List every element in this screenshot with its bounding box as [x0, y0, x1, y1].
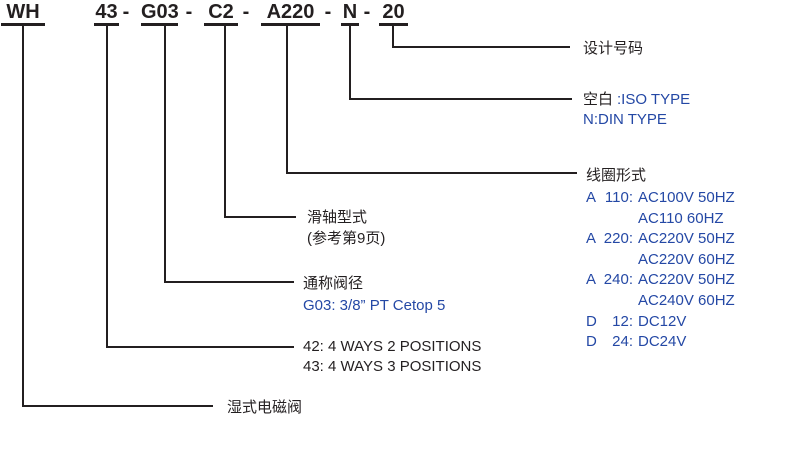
ways-connector-hline	[106, 346, 294, 348]
spool-type-note: (参考第9页)	[307, 230, 386, 247]
valve-size-title: 通称阀径	[303, 275, 364, 292]
code-part-size: G03	[141, 1, 179, 26]
valve-size-block: 通称阀径 G03: 3/8” PT Cetop 5	[303, 273, 445, 316]
coil-option-num: 24:	[612, 333, 633, 351]
coil-option-row: A 240: AC220V 50HZ	[586, 270, 735, 291]
coil-option-code: A 220:	[586, 229, 633, 250]
coil-option-code: A 240:	[586, 270, 633, 291]
coil-option-row: A 110: AC100V 50HZ	[586, 188, 735, 209]
code-part-standard: N	[341, 1, 359, 26]
coil-option-value: AC220V 50HZ	[638, 230, 735, 248]
size-connector-vline	[164, 26, 166, 283]
code-part-series: WH	[1, 1, 45, 26]
coil-option-code: A 110:	[586, 188, 633, 209]
coil-options-list: A 110: AC100V 50HZ AC110 60HZ A 220: AC220…	[586, 188, 735, 353]
standard-connector-vline	[349, 26, 351, 100]
coil-option-num: 12:	[612, 312, 633, 330]
ways-positions-line1: 42: 4 WAYS 2 POSITIONS	[303, 338, 482, 355]
coil-option-value: AC240V 60HZ	[638, 291, 735, 309]
coil-option-num: 220:	[603, 230, 633, 248]
coil-option-value: AC110 60HZ	[638, 209, 724, 227]
valve-standard-n-row: N:DIN TYPE	[583, 111, 667, 128]
code-separator: -	[363, 1, 371, 23]
coil-option-code: D 24:	[586, 332, 633, 353]
code-part-ways: 43	[94, 1, 119, 26]
code-part-design-no: 20	[379, 1, 408, 26]
coil-connector-hline	[286, 172, 577, 174]
design-number-label: 设计号码	[583, 40, 644, 57]
design-connector-hline	[392, 46, 570, 48]
coil-option-value: AC100V 50HZ	[638, 189, 735, 206]
coil-option-num: 110:	[604, 189, 633, 206]
valve-size-value: G03: 3/8” PT Cetop 5	[303, 296, 446, 314]
spool-connector-vline	[224, 26, 226, 218]
valve-standard-block: 空白:ISO TYPE N:DIN TYPE	[583, 90, 690, 130]
coil-option-letter: D	[586, 312, 597, 330]
coil-option-row: AC110 60HZ	[638, 209, 735, 230]
valve-standard-blank-label: 空白	[583, 91, 614, 108]
ways-connector-vline	[106, 26, 108, 348]
valve-standard-blank-row: 空白:ISO TYPE	[583, 90, 690, 110]
wet-connector-hline	[22, 405, 213, 407]
ways-positions-block: 42: 4 WAYS 2 POSITIONS 43: 4 WAYS 3 POSI…	[303, 337, 481, 377]
standard-connector-hline	[349, 98, 572, 100]
coil-option-letter: A	[586, 230, 597, 248]
size-connector-hline	[164, 281, 294, 283]
coil-option-letter: D	[586, 333, 597, 351]
code-separator: -	[324, 1, 332, 23]
coil-option-letter: A	[586, 189, 597, 206]
coil-option-value: DC12V	[638, 312, 687, 330]
code-separator: -	[185, 1, 193, 23]
spool-type-block: 滑轴型式 (参考第9页)	[307, 207, 385, 249]
spool-type-title: 滑轴型式	[307, 209, 368, 226]
wh-connector-vline	[22, 26, 24, 407]
spool-connector-hline	[224, 216, 296, 218]
code-separator: -	[242, 1, 250, 23]
coil-option-value: AC220V 50HZ	[638, 271, 735, 289]
coil-option-row: A 220: AC220V 50HZ	[586, 229, 735, 250]
coil-connector-vline	[286, 26, 288, 174]
coil-option-code: D 12:	[586, 312, 633, 333]
coil-option-value: AC220V 60HZ	[638, 250, 735, 268]
coil-option-value: DC24V	[638, 333, 687, 351]
code-part-coil: A220	[261, 1, 320, 26]
code-part-spool: C2	[204, 1, 238, 26]
coil-option-letter: A	[586, 271, 597, 289]
code-separator: -	[122, 1, 130, 23]
ways-positions-line2: 43: 4 WAYS 3 POSITIONS	[303, 358, 482, 375]
coil-option-row: D 12: DC12V	[586, 312, 735, 333]
coil-option-row: AC240V 60HZ	[638, 291, 735, 312]
design-connector-vline	[392, 26, 394, 48]
coil-option-row: AC220V 60HZ	[638, 250, 735, 271]
wet-solenoid-label: 湿式电磁阀	[227, 399, 303, 416]
valve-standard-blank-value: :ISO TYPE	[617, 91, 691, 108]
coil-option-row: D 24: DC24V	[586, 332, 735, 353]
coil-title: 线圈形式	[586, 167, 647, 184]
coil-option-num: 240:	[603, 271, 633, 289]
